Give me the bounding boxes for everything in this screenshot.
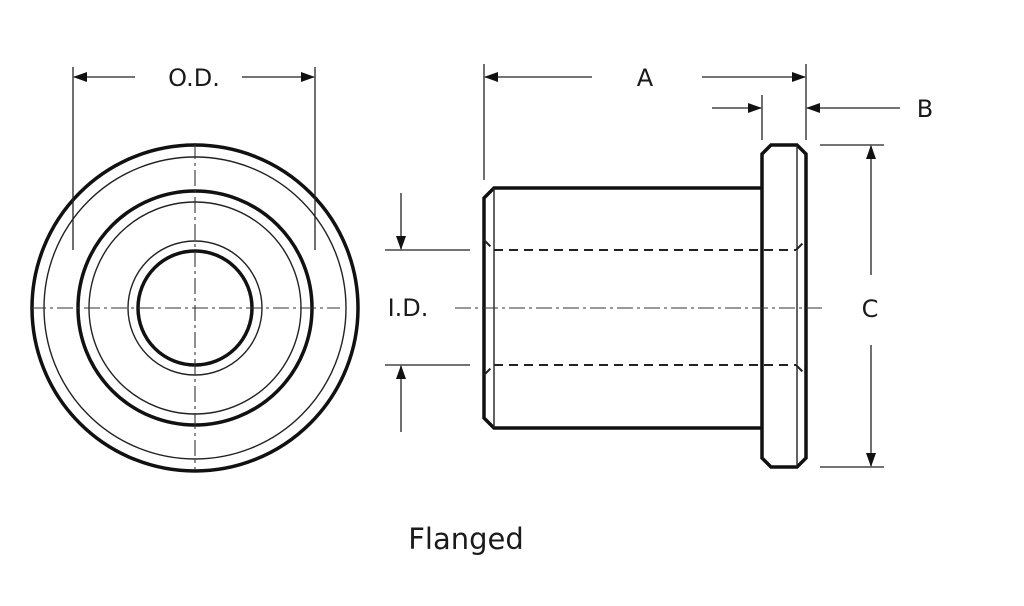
- bore-hidden-chamfer-bl: [483, 364, 495, 376]
- id-label: I.D.: [388, 294, 429, 322]
- od-dimension: O.D.: [72, 64, 316, 250]
- bore-hidden-chamfer-br: [795, 364, 807, 376]
- bore-hidden-chamfer-tl: [483, 239, 495, 251]
- a-label: A: [637, 64, 654, 92]
- front-view: [30, 143, 360, 473]
- c-dimension: C: [820, 144, 884, 468]
- c-label: C: [862, 295, 879, 323]
- a-dimension: A: [483, 64, 807, 180]
- flange-outline: [760, 143, 808, 469]
- od-label: O.D.: [168, 64, 220, 92]
- side-view: [455, 143, 825, 469]
- b-dimension: B: [712, 95, 933, 140]
- b-label: B: [917, 95, 933, 123]
- id-dimension: I.D.: [385, 193, 470, 432]
- caption: Flanged: [408, 522, 524, 556]
- bore-hidden-chamfer-tr: [795, 239, 807, 251]
